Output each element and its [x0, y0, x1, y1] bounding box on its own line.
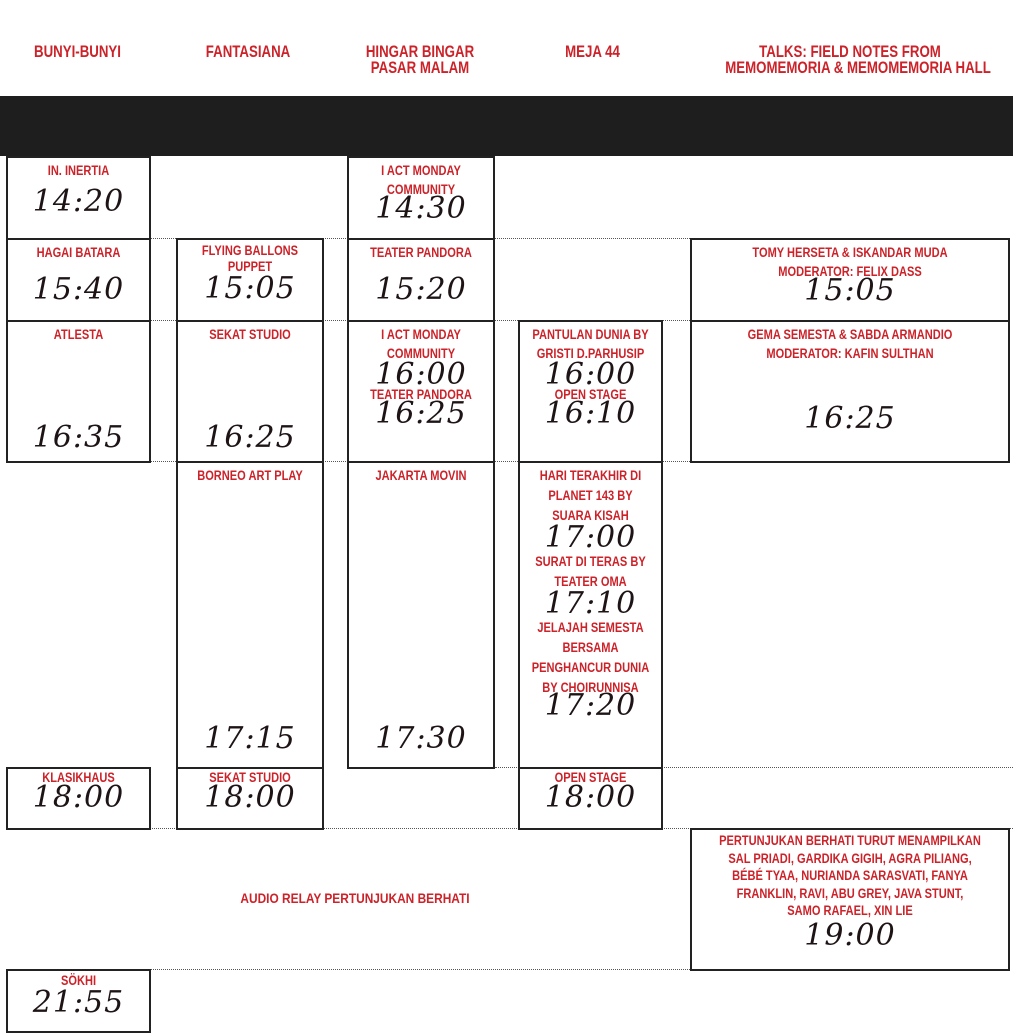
- slot-pandora-1: TEATER PANDORA 15:20: [370, 245, 472, 307]
- row-divider: [150, 969, 690, 970]
- row-divider: [495, 767, 1013, 768]
- audio-relay-note: AUDIO RELAY PERTUNJUKAN BERHATI: [240, 890, 470, 906]
- slot-borneo-art-play: BORNEO ART PLAY 17:15: [197, 468, 303, 756]
- header-bunyi: BUNYI-BUNYI: [34, 42, 121, 61]
- slot-box: [690, 828, 1010, 971]
- slot-hagai: HAGAI BATARA 15:40: [32, 245, 125, 307]
- slot-sekat-studio-2: SEKAT STUDIO 18:00: [204, 770, 296, 815]
- slot-box: [347, 461, 495, 769]
- slot-sokhi: SÖKHI 21:55: [32, 973, 125, 1020]
- header-meja: MEJA 44: [565, 42, 620, 61]
- slot-box: [6, 969, 151, 1033]
- slot-box: [690, 320, 1010, 463]
- slot-open-stage-2: OPEN STAGE 18:00: [544, 770, 637, 815]
- slot-box: [6, 320, 151, 463]
- slot-jakarta-movin: JAKARTA MOVIN 17:30: [375, 468, 467, 756]
- header-fantasiana: FANTASIANA: [205, 42, 291, 61]
- slot-box: [176, 767, 324, 830]
- slot-inertia: IN. INERTIA 14:20: [32, 163, 125, 219]
- slot-atlesta: ATLESTA 16:35: [32, 327, 125, 455]
- slot-klasikhaus: KLASIKHAUS 18:00: [32, 770, 125, 815]
- header-bar: [0, 96, 1013, 156]
- slot-box: [518, 767, 663, 830]
- slot-sekat-studio-1: SEKAT STUDIO 16:25: [204, 327, 296, 455]
- slot-box: [6, 767, 151, 830]
